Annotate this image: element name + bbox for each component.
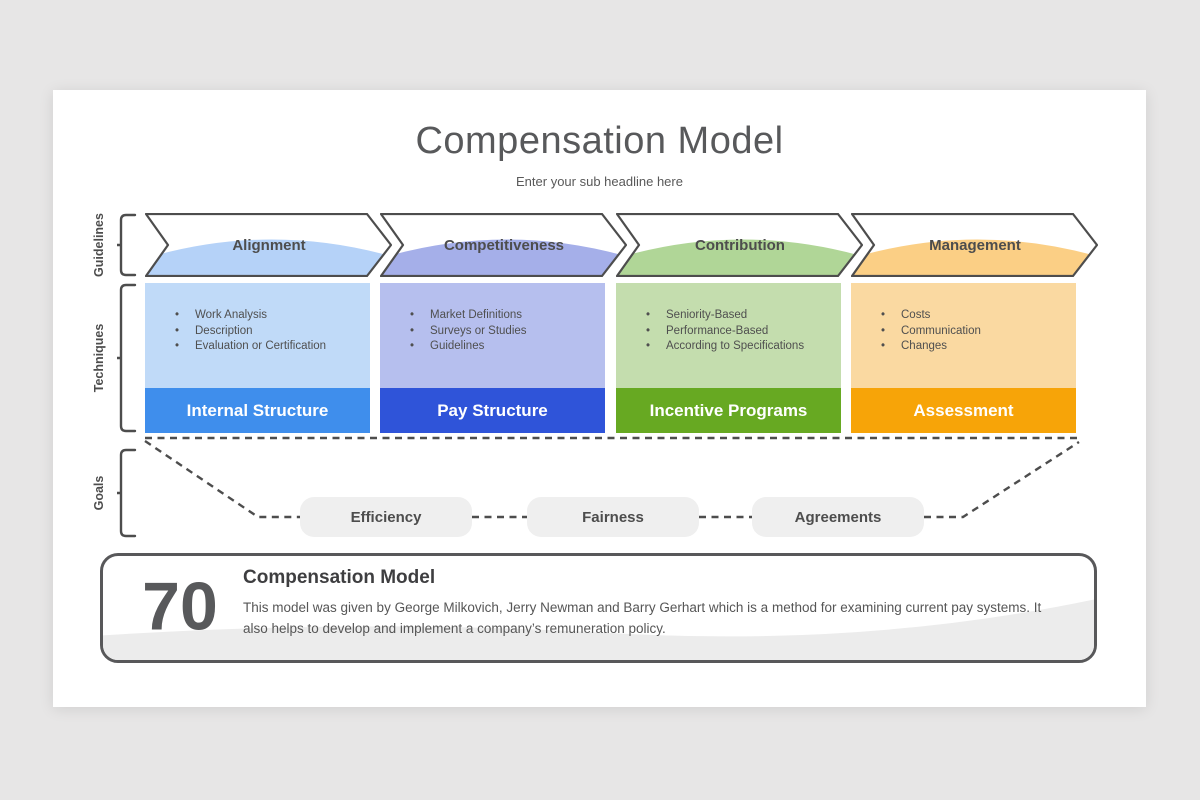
technique-item: Guidelines [408,339,597,355]
technique-bar-internal-structure: Internal Structure [145,388,370,433]
technique-box-internal-structure: Work Analysis Description Evaluation or … [145,283,370,388]
technique-item: Seniority-Based [644,308,833,324]
dashed-connectors [144,436,1080,519]
chevron-label: Alignment [232,236,306,254]
technique-item: Changes [879,339,1068,355]
chevron-shape [616,213,863,277]
technique-item: Communication [879,324,1068,340]
guidelines-bracket [117,213,137,277]
technique-item: Work Analysis [173,308,362,324]
chevron-wave [146,239,391,276]
chevron-wave [381,239,626,276]
goal-pill-efficiency: Efficiency [300,497,472,537]
footer-card: 70 Compensation Model This model was giv… [100,553,1097,663]
chevron-shape [145,213,392,277]
technique-box-assessment: Costs Communication Changes [851,283,1076,388]
technique-item: Market Definitions [408,308,597,324]
rail-label-guidelines: Guidelines [92,213,106,277]
technique-box-pay-structure: Market Definitions Surveys or Studies Gu… [380,283,605,388]
chevron-contribution: Contribution [616,213,863,277]
technique-item: Costs [879,308,1068,324]
technique-items: Work Analysis Description Evaluation or … [173,308,362,355]
chevron-wave [852,239,1097,276]
chevron-wave [617,239,862,276]
technique-item: According to Specifications [644,339,833,355]
technique-items: Market Definitions Surveys or Studies Gu… [408,308,597,355]
techniques-bracket [117,283,137,433]
chevron-alignment: Alignment [145,213,392,277]
technique-item: Evaluation or Certification [173,339,362,355]
technique-item: Performance-Based [644,324,833,340]
technique-item: Description [173,324,362,340]
chevron-label: Contribution [695,236,785,254]
technique-items: Costs Communication Changes [879,308,1068,355]
technique-box-incentive-programs: Seniority-Based Performance-Based Accord… [616,283,841,388]
goals-bracket [117,448,137,538]
footer-swoosh-decoration [103,599,1094,660]
goal-pill-agreements: Agreements [752,497,924,537]
technique-items: Seniority-Based Performance-Based Accord… [644,308,833,355]
technique-bar-incentive-programs: Incentive Programs [616,388,841,433]
chevron-label: Management [929,236,1021,254]
chevron-management: Management [851,213,1098,277]
chevron-competitiveness: Competitiveness [380,213,627,277]
chevron-label: Competitiveness [443,236,565,254]
footer-number: 70 [142,568,218,645]
slide-subtitle: Enter your sub headline here [516,174,683,189]
technique-item: Surveys or Studies [408,324,597,340]
footer-title: Compensation Model [243,567,436,588]
footer-description: This model was given by George Milkovich… [243,600,1042,636]
slide-title: Compensation Model [415,120,784,162]
goal-pill-fairness: Fairness [527,497,699,537]
technique-bar-pay-structure: Pay Structure [380,388,605,433]
rail-label-techniques: Techniques [92,323,106,393]
chevron-shape [380,213,627,277]
chevron-shape [851,213,1098,277]
technique-bar-assessment: Assessment [851,388,1076,433]
slide: Compensation Model Enter your sub headli… [53,90,1146,707]
